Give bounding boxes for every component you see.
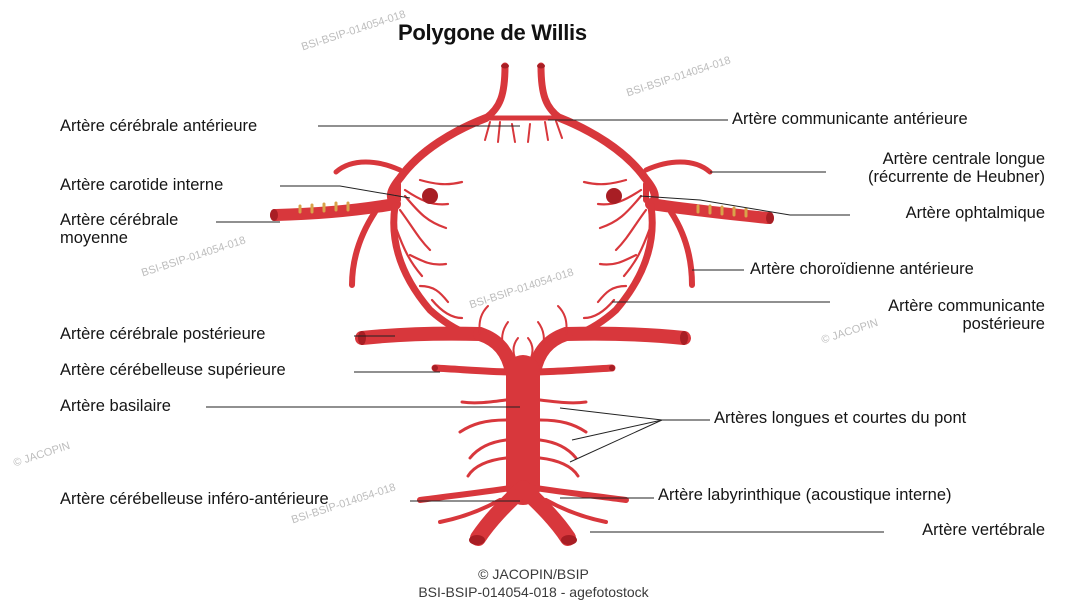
- label-cerebelleuse-superieure: Artère cérébelleuse supérieure: [60, 361, 286, 380]
- label-cerebelleuse-infero-anterieure: Artère cérébelleuse inféro-antérieure: [60, 490, 329, 509]
- posterior-communicating-right: [576, 206, 652, 335]
- vertebral-right: [523, 488, 568, 538]
- label-vertebrale: Artère vertébrale: [922, 521, 1045, 540]
- label-communicante-anterieure: Artère communicante antérieure: [732, 110, 968, 129]
- label-choroidienne-anterieure: Artère choroïdienne antérieure: [750, 260, 974, 279]
- vertebral-left: [478, 488, 523, 538]
- label-labyrinthique: Artère labyrinthique (acoustique interne…: [658, 486, 952, 505]
- anterior-cerebral-left: [486, 66, 505, 118]
- label-communicante-posterieure-line2: postérieure: [962, 315, 1045, 334]
- label-cerebrale-anterieure: Artère cérébrale antérieure: [60, 117, 257, 136]
- label-cerebrale-moyenne-line1: Artère cérébrale: [60, 211, 178, 230]
- posterior-cerebral-right: [566, 334, 684, 338]
- label-carotide-interne: Artère carotide interne: [60, 176, 223, 195]
- label-centrale-longue-line1: Artère centrale longue: [883, 150, 1045, 169]
- label-cerebrale-posterieure: Artère cérébrale postérieure: [60, 325, 265, 344]
- anterior-cerebral-right: [541, 66, 560, 118]
- credit-reference: BSI-BSIP-014054-018 - agefotostock: [0, 584, 1067, 600]
- label-basilaire: Artère basilaire: [60, 397, 171, 416]
- label-communicante-posterieure-line1: Artère communicante: [888, 297, 1045, 316]
- diagram-title: Polygone de Willis: [398, 20, 587, 46]
- label-longues-courtes-pont: Artères longues et courtes du pont: [714, 409, 966, 428]
- label-ophtalmique: Artère ophtalmique: [906, 204, 1045, 223]
- label-centrale-longue-line2: (récurrente de Heubner): [868, 168, 1045, 187]
- label-cerebrale-moyenne-line2: moyenne: [60, 229, 128, 248]
- credit-copyright: © JACOPIN/BSIP: [0, 566, 1067, 582]
- posterior-communicating-left: [394, 206, 470, 335]
